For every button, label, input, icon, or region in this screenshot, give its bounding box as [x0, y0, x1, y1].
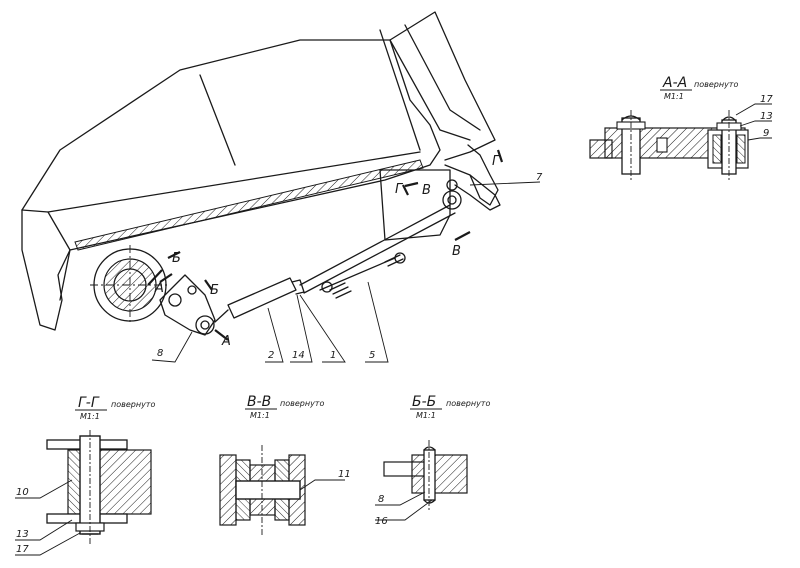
cab-body [21, 11, 496, 331]
aa-callout-9: 9 [763, 128, 769, 139]
callout-1: 1 [330, 350, 336, 361]
mark-g2: Г [492, 154, 501, 169]
section-aa-title: А-А [662, 75, 687, 91]
aa-callout-13: 13 [760, 111, 773, 122]
main-assembly-view: А А Б Б В В Г Г 7 8 2 14 1 5 [21, 11, 543, 363]
section-marks [147, 149, 504, 341]
pivot-tube [90, 245, 170, 325]
callout-8: 8 [157, 348, 163, 359]
mark-b1: Б [172, 251, 181, 266]
section-bb-note: повернуто [446, 399, 490, 408]
section-aa: А-А повернуто М1:1 [589, 75, 772, 180]
mark-a2: А [221, 334, 231, 349]
mark-a1: А [154, 281, 164, 296]
aa-callout-17: 17 [760, 94, 773, 105]
section-aa-note: повернуто [694, 80, 738, 89]
spring-bolt [319, 252, 406, 299]
section-gg-note: повернуто [111, 400, 155, 409]
callout-7: 7 [536, 172, 543, 183]
lever-arm [159, 274, 216, 336]
mark-b2: Б [210, 283, 219, 298]
callout-leaders [151, 181, 541, 363]
section-bb-scale: М1:1 [416, 411, 436, 420]
section-vv: В-В повернуто М1:1 [219, 394, 345, 535]
section-bb: Б-Б повернуто М1:1 [375, 394, 490, 521]
mark-v1: В [422, 183, 431, 198]
mark-g1: Г [395, 182, 404, 197]
section-vv-scale: М1:1 [250, 411, 270, 420]
gg-callout-17: 17 [16, 544, 29, 555]
bb-callout-16: 16 [375, 516, 388, 527]
callout-5: 5 [369, 350, 375, 361]
callout-14: 14 [292, 350, 305, 361]
callout-2: 2 [268, 350, 274, 361]
section-gg-title: Г-Г [78, 395, 100, 411]
section-gg-scale: М1:1 [80, 412, 100, 421]
floor-strip [74, 159, 424, 251]
section-aa-scale: М1:1 [664, 92, 684, 101]
bb-callout-8: 8 [378, 494, 384, 505]
mark-v2: В [452, 244, 461, 259]
gg-callout-13: 13 [16, 529, 29, 540]
vv-callout-11: 11 [338, 469, 351, 480]
section-gg: Г-Г повернуто М1:1 [15, 395, 155, 556]
section-vv-note: повернуто [280, 399, 324, 408]
section-vv-title: В-В [247, 394, 271, 410]
gg-callout-10: 10 [16, 487, 29, 498]
section-bb-title: Б-Б [412, 394, 436, 410]
cylinder-rod [214, 204, 456, 323]
cab-bracket [379, 144, 501, 241]
